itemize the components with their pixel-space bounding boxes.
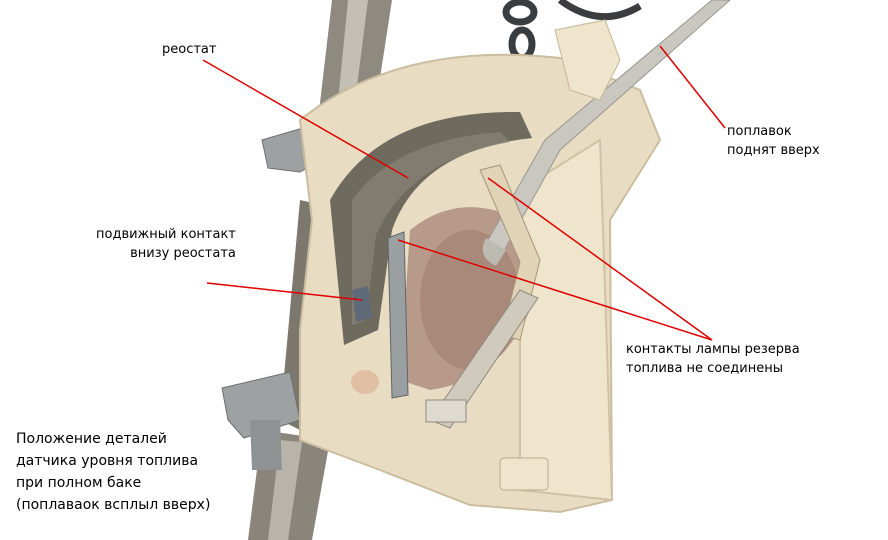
pointer-rheostat bbox=[202, 59, 409, 179]
moving-contact-strip bbox=[387, 231, 409, 399]
float-label: поплавок поднят вверх bbox=[727, 122, 820, 160]
rheostat-label-text: реостат bbox=[162, 42, 217, 57]
rheostat-winding-sheen bbox=[352, 132, 510, 325]
top-bracket bbox=[554, 19, 621, 101]
lamp-contacts-label-line2: топлива не соединены bbox=[626, 361, 783, 376]
lamp-contacts-label-line1: контакты лампы резерва bbox=[626, 342, 800, 357]
lower-tube-highlight bbox=[268, 440, 302, 540]
float-label-line2: поднят вверх bbox=[727, 143, 820, 158]
caption: Положение деталей датчика уровня топлива… bbox=[16, 428, 210, 516]
caption-line2: датчика уровня топлива bbox=[16, 453, 199, 469]
pointer-float bbox=[659, 45, 726, 129]
lower-lever bbox=[429, 289, 539, 429]
moving-contact-label-line1: подвижный контакт bbox=[96, 227, 236, 242]
pointer-lamp-1 bbox=[487, 177, 713, 341]
lever-plate bbox=[519, 138, 614, 502]
pointer-contact bbox=[206, 282, 363, 301]
lever-pin bbox=[425, 399, 467, 423]
bottom-clip-stem bbox=[250, 420, 282, 470]
moving-contact-label-line2: внизу реостата bbox=[130, 246, 236, 261]
caption-line1: Положение деталей bbox=[16, 431, 167, 447]
caption-line3: при полном баке bbox=[16, 475, 142, 491]
caption-line4: (поплаваок всплыл вверх) bbox=[16, 497, 211, 513]
float-label-line1: поплавок bbox=[727, 124, 792, 139]
pointer-lines bbox=[202, 45, 726, 341]
small-knob bbox=[351, 370, 379, 394]
rheostat-label: реостат bbox=[162, 40, 216, 59]
float-rod-bend bbox=[482, 238, 506, 266]
rheostat-winding bbox=[330, 111, 532, 346]
moving-contact-label: подвижный контакт внизу реостата bbox=[96, 225, 236, 263]
moving-contact-tip bbox=[352, 286, 372, 322]
pointer-lamp-2 bbox=[397, 239, 713, 341]
lamp-contacts-label: контакты лампы резерва топлива не соедин… bbox=[626, 340, 800, 378]
bottom-tab bbox=[499, 457, 549, 491]
